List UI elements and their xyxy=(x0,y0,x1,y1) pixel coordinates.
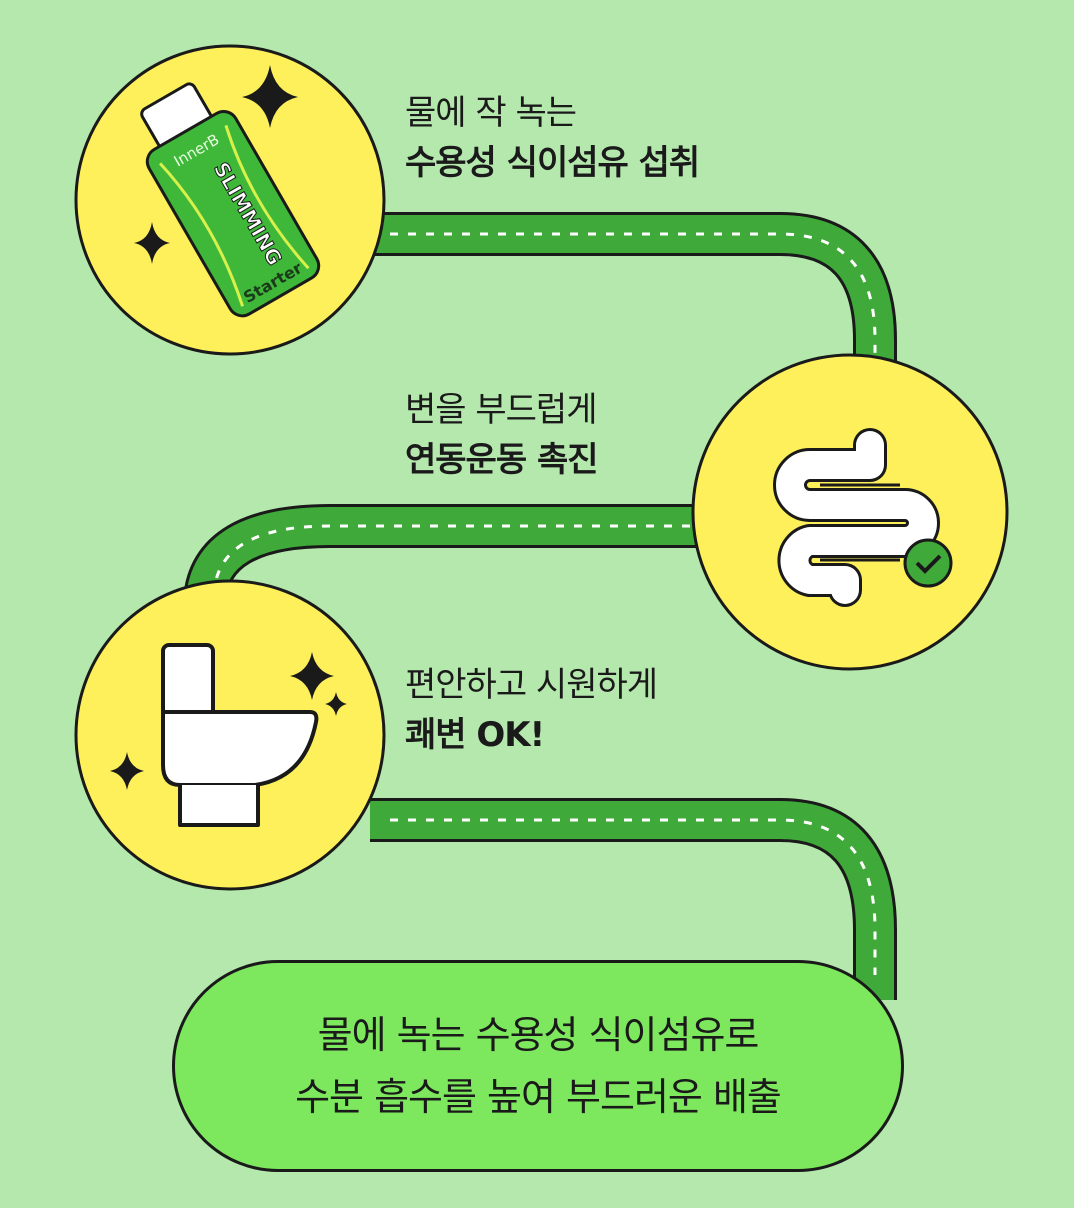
sparkle-icon xyxy=(110,752,144,790)
summary-line1: 물에 녹는 수용성 식이섬유로 xyxy=(317,1013,760,1057)
check-icon xyxy=(903,538,953,588)
step-3-line2: 쾌변 OK! xyxy=(405,715,545,755)
summary-pill: 물에 녹는 수용성 식이섬유로 수분 흡수를 높여 부드러운 배출 xyxy=(172,960,904,1172)
intestine-icon xyxy=(773,428,940,607)
step-2-line1: 변을 부드럽게 xyxy=(405,390,597,430)
summary-line2: 수분 흡수를 높여 부드러운 배출 xyxy=(295,1075,782,1119)
toilet-icon xyxy=(161,643,319,827)
step-3-text: 편안하고 시원하게 쾌변 OK! xyxy=(405,660,658,760)
step-1-line1: 물에 작 녹는 xyxy=(405,93,577,133)
sparkle-icon xyxy=(290,652,334,700)
step-1-line2: 수용성 식이섬유 섭취 xyxy=(405,143,700,183)
sparkle-icon xyxy=(134,222,170,264)
step-1-text: 물에 작 녹는 수용성 식이섬유 섭취 xyxy=(405,88,700,188)
sparkle-icon xyxy=(325,692,347,716)
step-2-text: 변을 부드럽게 연동운동 촉진 xyxy=(405,385,599,485)
step-1-circle: InnerB SLIMMING Starter xyxy=(74,44,386,356)
step-2-circle xyxy=(691,353,1009,671)
road-3 xyxy=(370,798,897,1000)
step-3-circle xyxy=(74,579,386,891)
road-1 xyxy=(370,212,897,370)
step-3-line1: 편안하고 시원하게 xyxy=(405,665,658,705)
step-2-line2: 연동운동 촉진 xyxy=(405,440,599,480)
sparkle-icon xyxy=(242,65,298,128)
